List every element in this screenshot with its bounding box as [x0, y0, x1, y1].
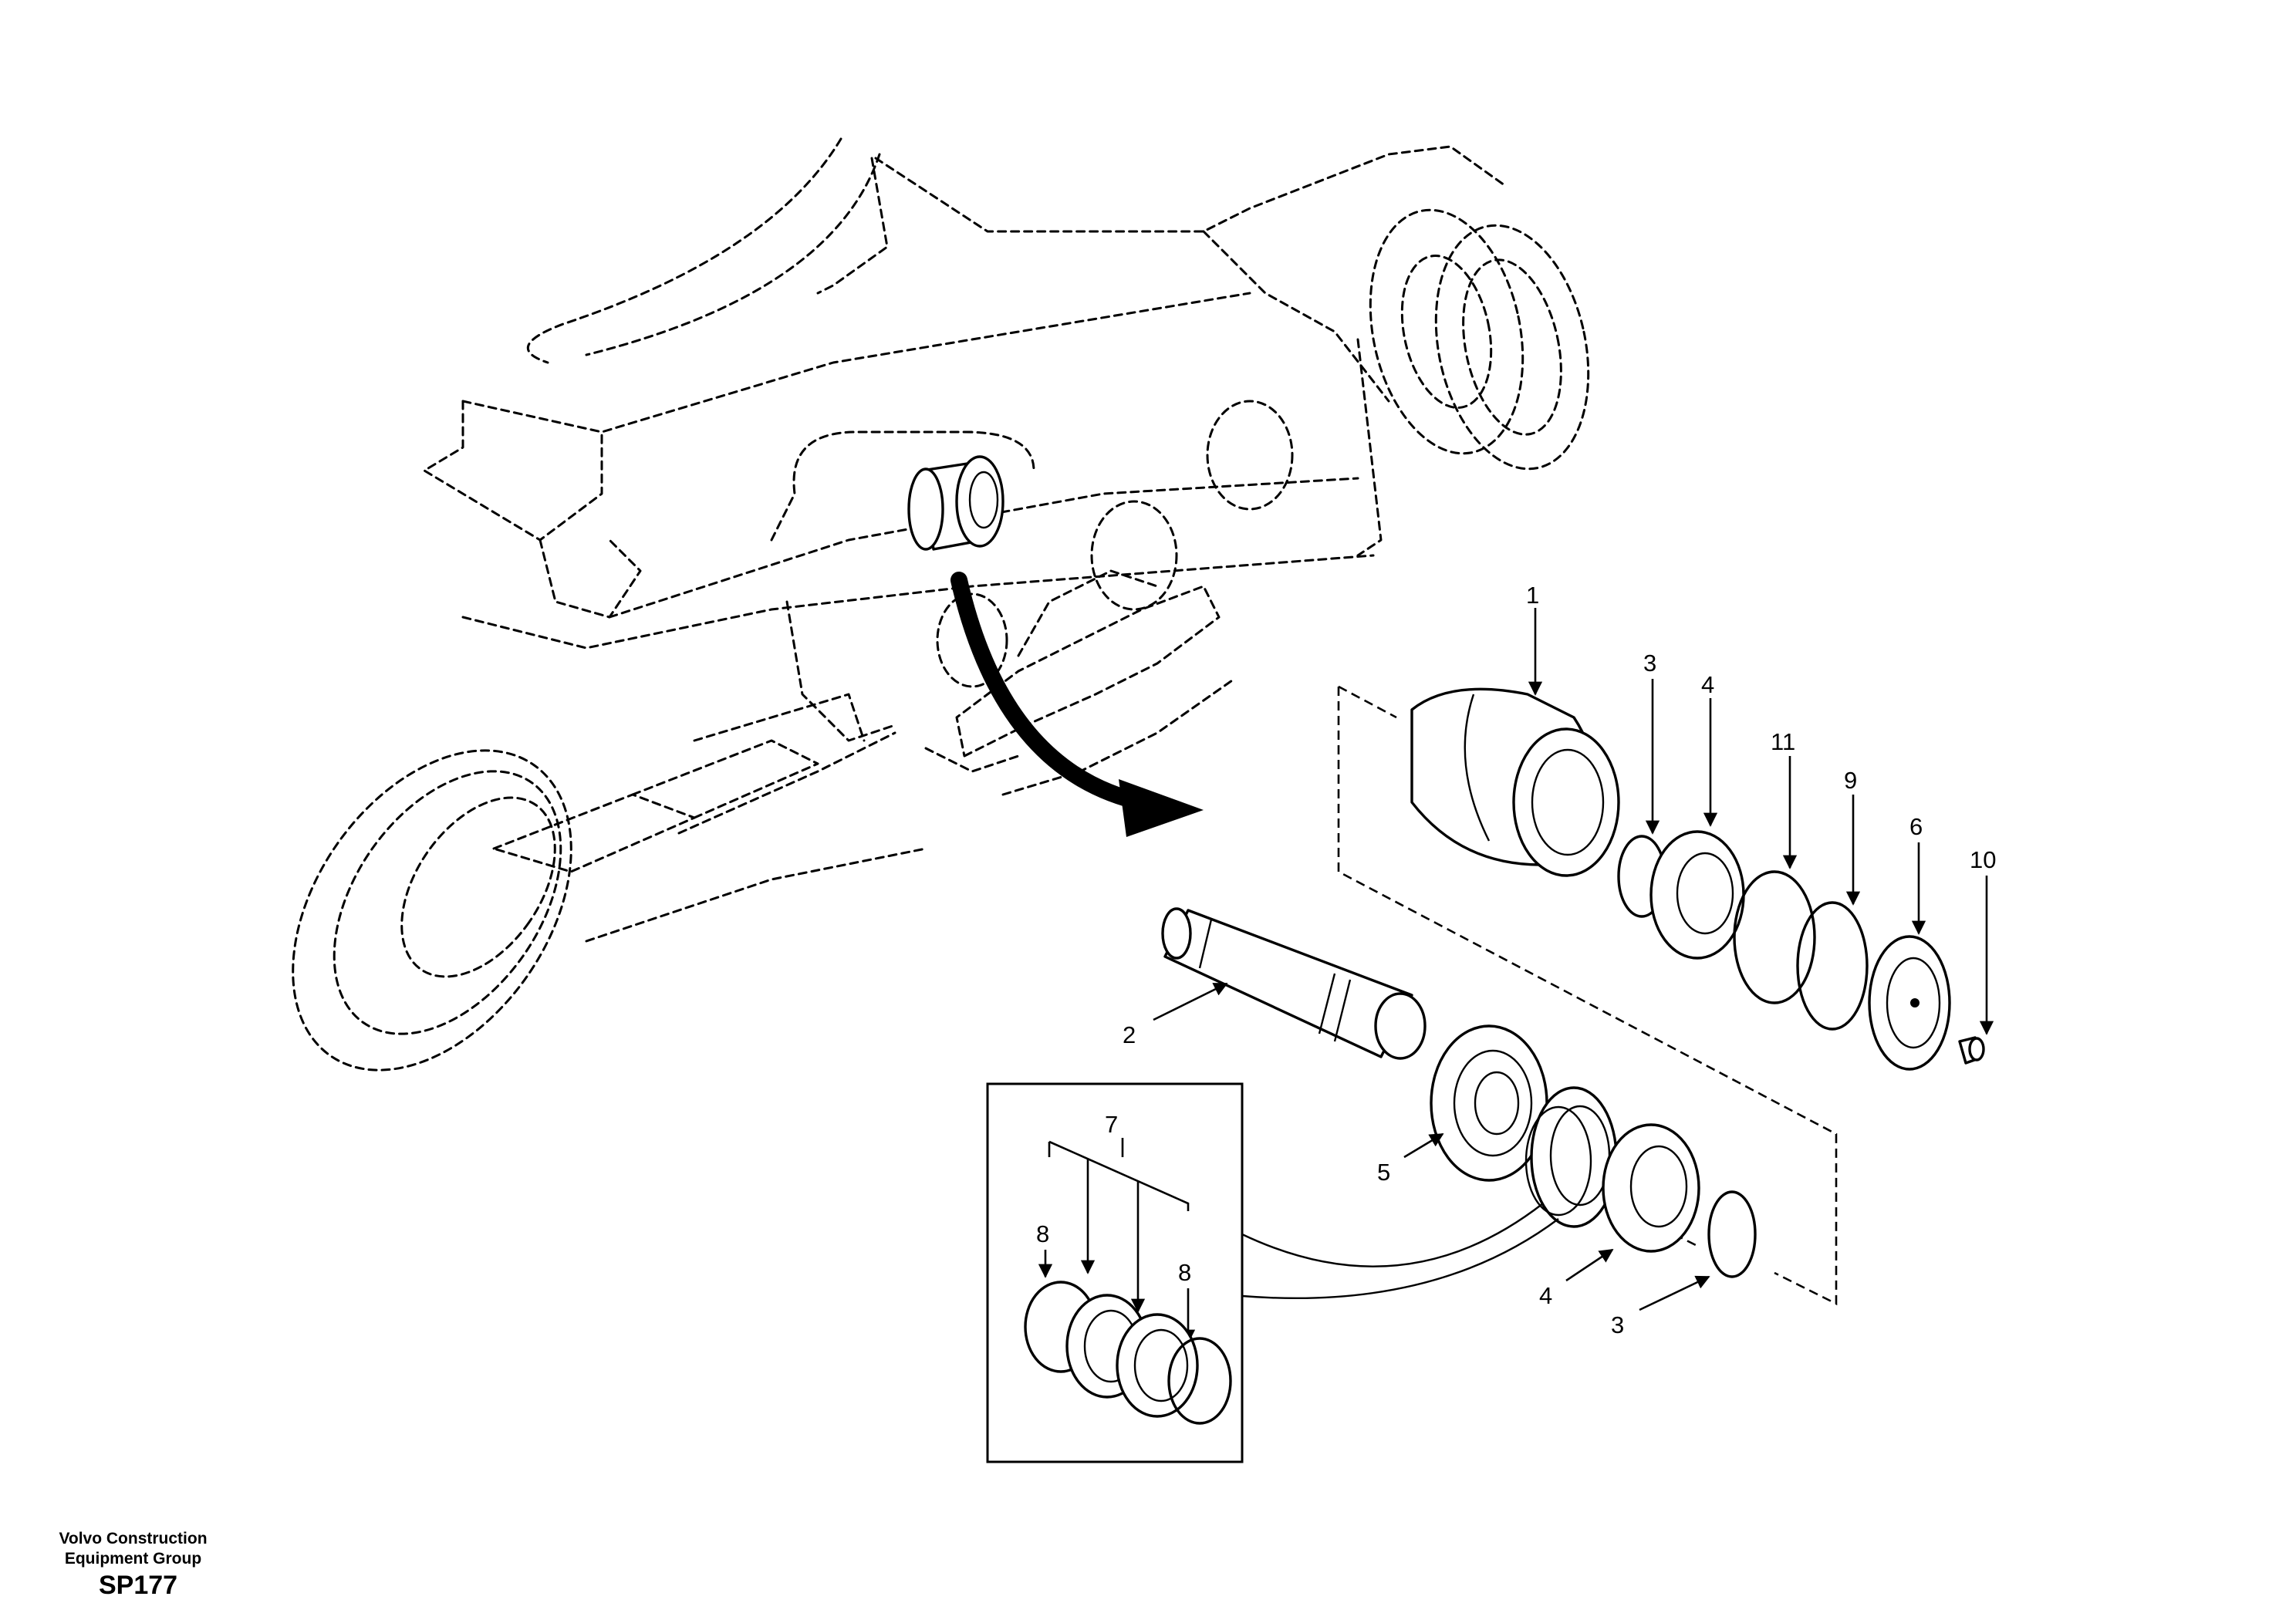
sprocket-ghost [1369, 208, 1590, 471]
callout-9: 9 [1844, 767, 1857, 794]
bearing-lower [1602, 1123, 1700, 1253]
callout-8-left: 8 [1036, 1220, 1049, 1247]
callout-4-lower: 4 [1539, 1282, 1552, 1309]
end-cover [1868, 935, 1951, 1071]
callout-8-right: 8 [1178, 1259, 1191, 1286]
undercarriage-frame-ghost [423, 137, 1506, 943]
idler-wheel-ghost [292, 739, 819, 1072]
callout-7: 7 [1105, 1111, 1118, 1138]
callout-1: 1 [1526, 582, 1539, 609]
callout-4-upper: 4 [1701, 671, 1714, 698]
company-name: Volvo Construction Equipment Group [46, 1529, 220, 1569]
callout-3-upper: 3 [1643, 650, 1656, 677]
callout-leaders [1153, 608, 1994, 1311]
o-ring [1733, 870, 1816, 1004]
callout-11: 11 [1771, 728, 1795, 755]
company-line-1: Volvo Construction [59, 1530, 208, 1547]
callout-2: 2 [1123, 1021, 1136, 1048]
exploded-view-arrow [950, 572, 1204, 837]
callout-6: 6 [1909, 813, 1923, 840]
shaft [1161, 907, 1427, 1060]
drawing-code: SP177 [99, 1571, 178, 1600]
roller-body-part [1410, 687, 1620, 877]
bearing-upper [1649, 830, 1745, 960]
callout-3-lower: 3 [1611, 1311, 1624, 1338]
retaining-ring [1796, 901, 1869, 1031]
hub [1430, 1024, 1548, 1182]
snap-ring-lower [1707, 1190, 1757, 1278]
company-line-2: Equipment Group [64, 1550, 202, 1568]
callout-5: 5 [1377, 1159, 1390, 1186]
plug [1958, 1036, 1985, 1065]
callout-10: 10 [1970, 846, 1996, 873]
seal-detail-inset [986, 1082, 1559, 1463]
carrier-roller-in-situ [907, 455, 1004, 551]
